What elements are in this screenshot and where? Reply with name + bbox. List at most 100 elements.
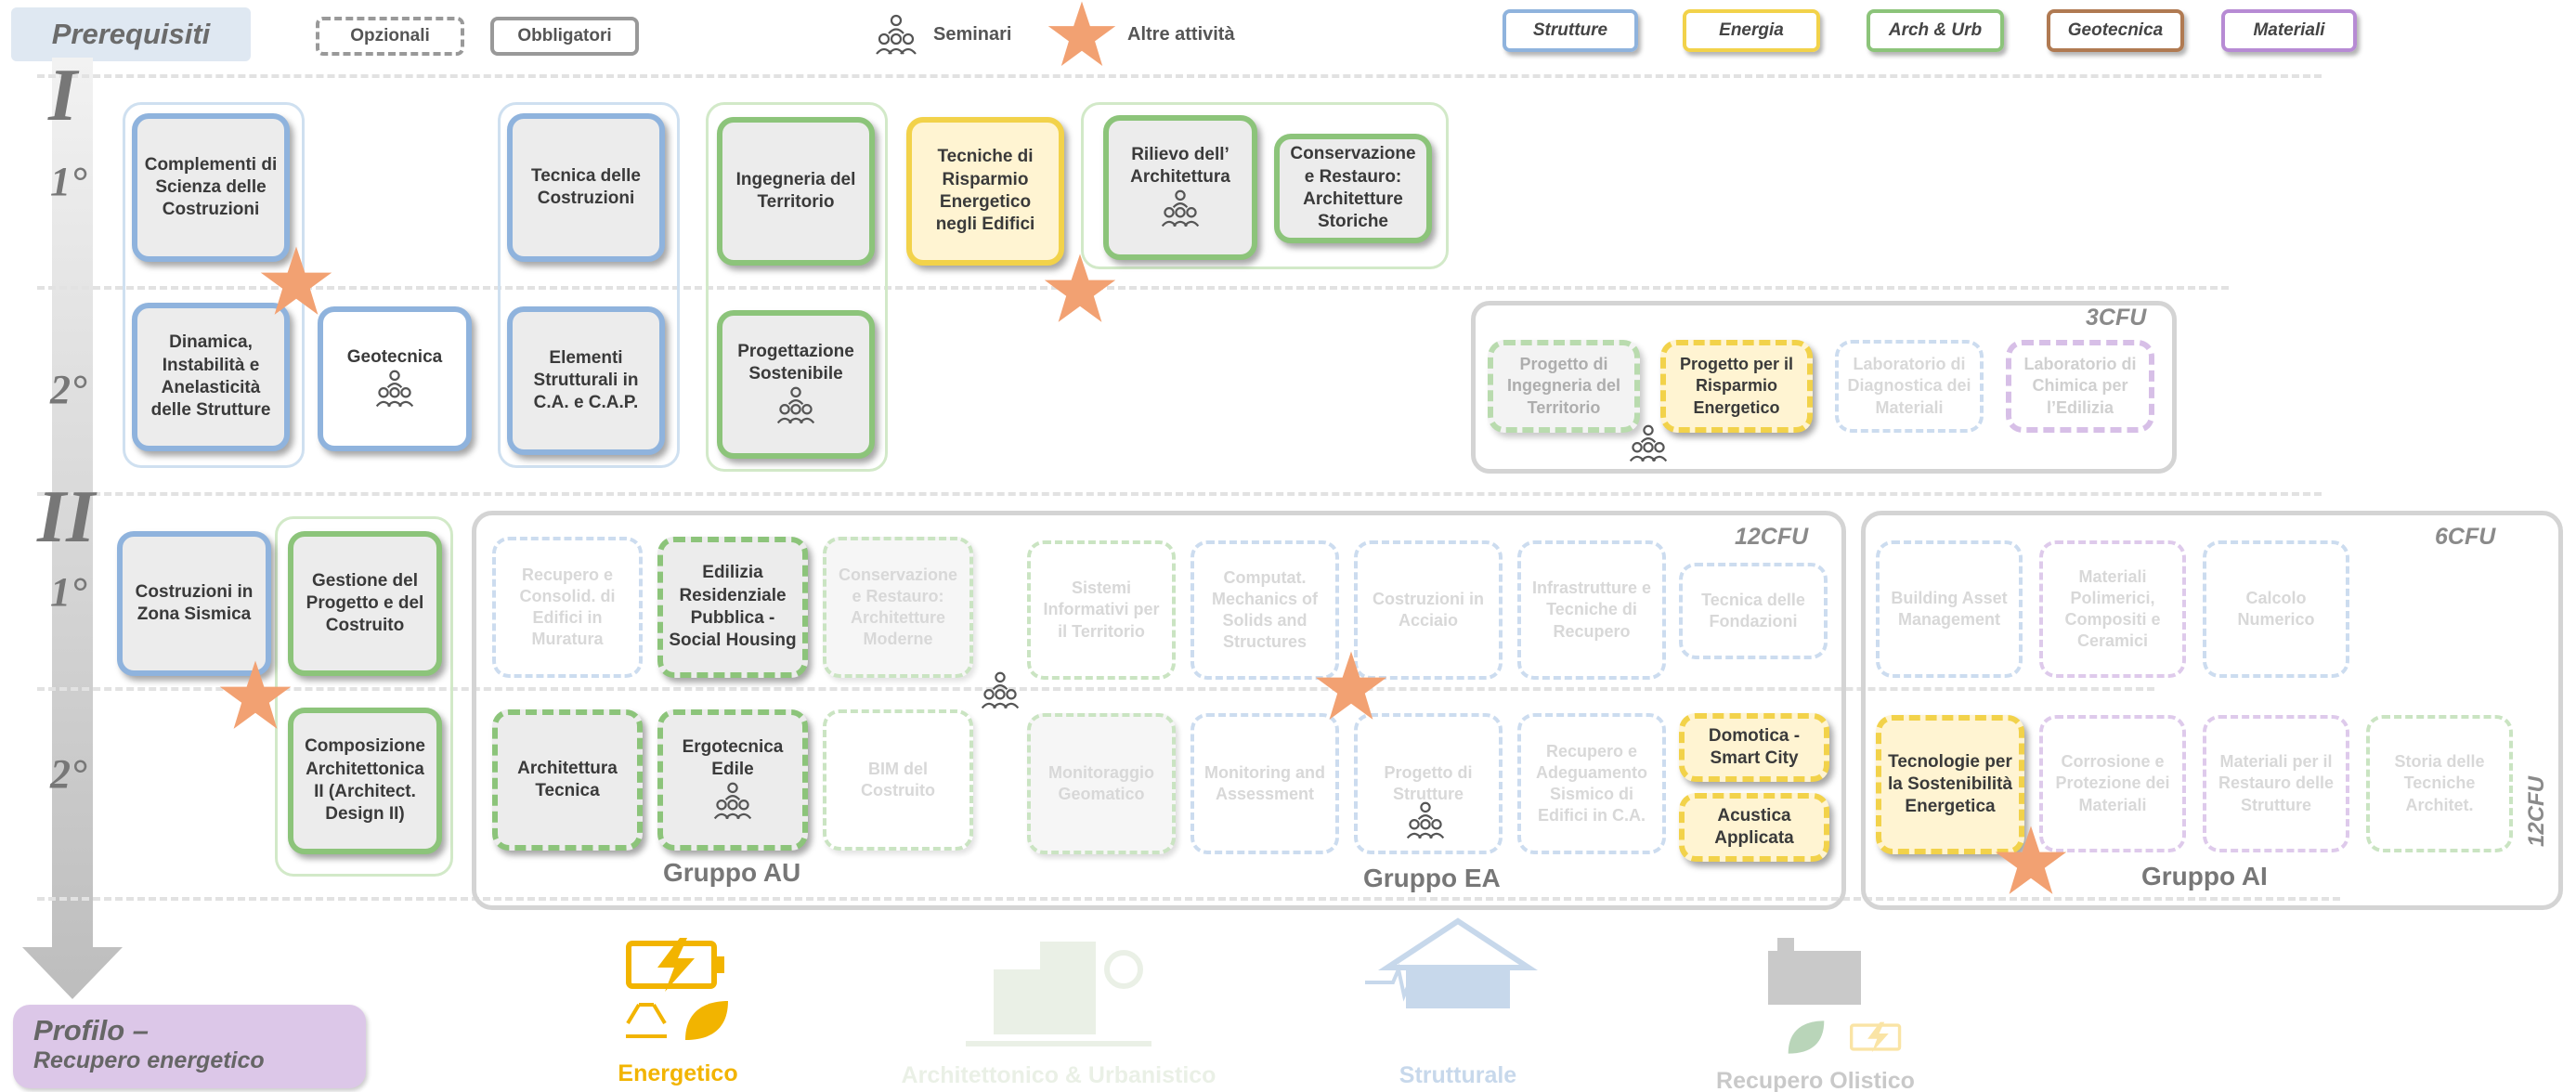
elective-course-card[interactable]: Tecnologie per la Sostenibilità Energeti… <box>1876 715 2024 854</box>
elective-course-card[interactable]: Ergotecnica Edile <box>657 709 808 851</box>
seminar-icon <box>1406 801 1445 839</box>
profile-option-label: Architettonico & Urbanistico <box>901 1062 1216 1088</box>
legend-arch-urb: Arch & Urb <box>1867 9 2004 52</box>
group-frame <box>706 102 888 472</box>
lab-course-card[interactable]: Progetto per il Risparmio Energetico <box>1660 340 1813 433</box>
course-card[interactable]: Elementi Strutturali in C.A. e C.A.P. <box>507 306 665 455</box>
profile-option-recupero-olistico[interactable]: Recupero Olistico <box>1699 932 1932 1092</box>
legend-materiali: Materiali <box>2221 9 2357 52</box>
seminar-icon <box>776 386 815 424</box>
lab-course-card[interactable]: Progetto di Ingegneria del Territorio <box>1488 340 1640 433</box>
lab-cfu-label: 3CFU <box>2086 305 2147 331</box>
legend-altre-label: Altre attività <box>1127 24 1235 45</box>
elective-course-card[interactable]: Monitoraggio Geomatico <box>1027 713 1176 854</box>
elective-course-card[interactable]: Materiali per il Restauro delle Struttur… <box>2203 715 2349 852</box>
course-card[interactable]: Dinamica, Instabilità e Anelasticità del… <box>132 303 290 451</box>
group-frame <box>1081 102 1449 269</box>
au-ea-cfu-label: 12CFU <box>1735 524 1809 550</box>
recycle-icon <box>626 1003 667 1038</box>
star-icon <box>1047 1 1116 67</box>
elective-course-card[interactable]: Materiali Polimerici, Compositi e Cerami… <box>2039 540 2186 678</box>
elective-course-card[interactable]: Monitoring and Assessment <box>1190 713 1339 854</box>
lab-course-card[interactable]: Laboratorio di Diagnostica dei Materiali <box>1835 340 1984 433</box>
elective-course-card[interactable]: Tecnica delle Fondazioni <box>1679 563 1828 659</box>
profile-label: Profilo – Recupero energetico <box>13 1005 366 1088</box>
leaf-icon <box>1788 1020 1825 1054</box>
battery-icon <box>1850 1021 1902 1053</box>
profile-title: Profilo – <box>33 1014 150 1046</box>
lab-course-card[interactable]: Laboratorio di Chimica per l’Edilizia <box>2006 340 2154 433</box>
elective-course-card[interactable]: Infrastrutture e Tecniche di Recupero <box>1517 540 1666 680</box>
legend-mandatory: Obbligatori <box>490 17 639 56</box>
leaf-icon <box>685 1001 728 1040</box>
course-card[interactable]: Progettazione Sostenibile <box>717 310 875 459</box>
factory-icon <box>1768 938 1861 1005</box>
course-card[interactable]: Conservazione e Restauro: Architetture S… <box>1274 134 1432 243</box>
course-card[interactable]: Tecniche di Risparmio Energetico negli E… <box>906 117 1064 266</box>
elective-course-card[interactable]: Recupero e Consolid. di Edifici in Murat… <box>492 537 643 678</box>
legend-strutture: Strutture <box>1503 9 1638 52</box>
course-card[interactable]: Gestione del Progetto e del Costruito <box>288 531 442 676</box>
group-frame <box>498 102 680 468</box>
time-arrow <box>22 58 123 999</box>
seminar-icon <box>1161 189 1200 228</box>
separator-line <box>37 687 2154 691</box>
star-icon <box>1995 826 2067 894</box>
profile-option-energetico[interactable]: Energetico <box>613 938 743 1092</box>
profile-option-label: Energetico <box>618 1060 738 1086</box>
legend-energia: Energia <box>1683 9 1820 52</box>
semester-2-label: 2° <box>50 751 87 797</box>
elective-course-card[interactable]: Computat. Mechanics of Solids and Struct… <box>1190 540 1339 680</box>
profile-option-architettonico[interactable]: Architettonico & Urbanistico <box>891 932 1226 1092</box>
seminar-icon <box>876 14 917 55</box>
course-card[interactable]: Composizione Architettonica II (Architec… <box>288 708 442 854</box>
profile-option-label: Strutturale <box>1399 1062 1517 1088</box>
elective-course-card[interactable]: Sistemi Informativi per il Territorio <box>1027 540 1176 680</box>
group-ea-label: Gruppo EA <box>1363 864 1501 892</box>
lab-group-frame <box>1471 301 2177 474</box>
seminar-icon <box>375 370 414 408</box>
elective-course-card[interactable]: Corrosione e Protezione dei Materiali <box>2039 715 2186 852</box>
building-map-icon <box>966 942 1151 1046</box>
seminar-icon <box>713 782 752 820</box>
elective-course-card[interactable]: Storia delle Tecniche Architet. <box>2366 715 2513 852</box>
elective-course-card[interactable]: Costruzioni in Acciaio <box>1354 540 1503 680</box>
prerequisiti-label: Prerequisiti <box>11 7 251 61</box>
profile-option-strutturale[interactable]: Strutturale <box>1319 917 1597 1092</box>
elective-course-card[interactable]: Progetto di Strutture <box>1354 713 1503 854</box>
elective-course-card[interactable]: BIM del Costruito <box>823 709 973 851</box>
elective-course-card[interactable]: Calcolo Numerico <box>2203 540 2349 678</box>
course-card[interactable]: Costruzioni in Zona Sismica <box>117 531 271 676</box>
elective-course-card[interactable]: Edilizia Residenziale Pubblica - Social … <box>657 537 808 678</box>
separator-line <box>37 286 2229 290</box>
separator-line <box>37 74 2322 78</box>
ai-cfu-label: 6CFU <box>2435 524 2496 550</box>
star-icon <box>1315 651 1387 720</box>
year-I-label: I <box>48 55 78 136</box>
legend-geotecnica: Geotecnica <box>2047 9 2184 52</box>
semester-1-label: 1° <box>50 569 87 615</box>
legend-seminari-label: Seminari <box>933 24 1012 45</box>
house-structure-icon <box>1365 917 1539 1008</box>
separator-line <box>37 492 2322 496</box>
optional-group-frame <box>1861 511 2563 910</box>
course-card[interactable]: Rilievo dell’ Architettura <box>1103 115 1257 260</box>
elective-course-card[interactable]: Domotica - Smart City <box>1679 713 1829 782</box>
star-icon <box>260 246 332 315</box>
elective-course-card[interactable]: Building Asset Management <box>1876 540 2023 678</box>
star-icon <box>1044 254 1116 322</box>
elective-course-card[interactable]: Conservazione e Restauro: Architetture M… <box>823 537 973 678</box>
semester-1-label: 1° <box>50 159 87 204</box>
elective-course-card[interactable]: Recupero e Adeguamento Sismico di Edific… <box>1517 713 1666 854</box>
year-II-label: II <box>37 476 96 558</box>
seminar-icon <box>981 671 1020 709</box>
elective-course-card[interactable]: Architettura Tecnica <box>492 709 643 851</box>
course-card[interactable]: Ingegneria del Territorio <box>717 117 875 266</box>
course-card[interactable]: Geotecnica <box>318 306 472 451</box>
group-au-label: Gruppo AU <box>663 858 801 887</box>
profile-option-label: Recupero Olistico <box>1716 1068 1915 1092</box>
elective-course-card[interactable]: Acustica Applicata <box>1679 793 1829 862</box>
course-card[interactable]: Complementi di Scienza delle Costruzioni <box>132 113 290 262</box>
optional-group-frame <box>472 511 1846 910</box>
course-card[interactable]: Tecnica delle Costruzioni <box>507 113 665 262</box>
